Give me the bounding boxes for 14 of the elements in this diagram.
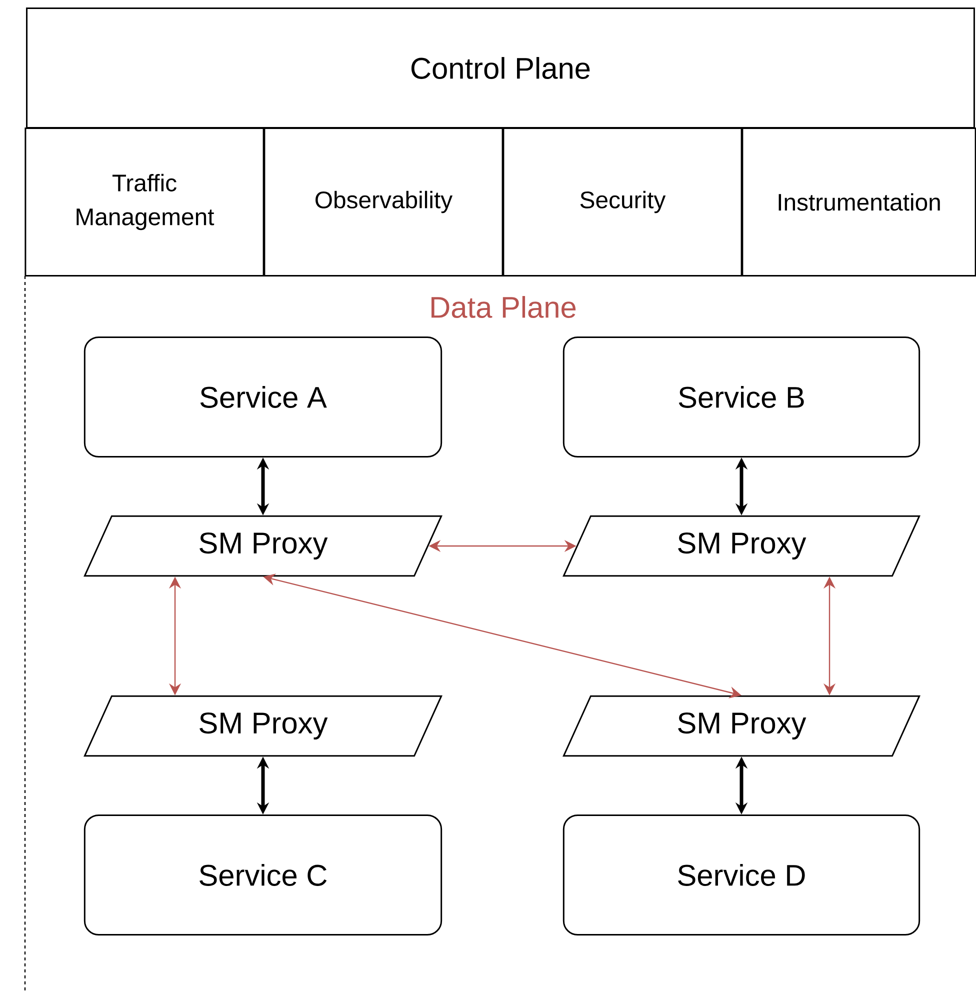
- capability-cell: Security: [502, 128, 742, 276]
- service-box: Service B: [562, 336, 920, 458]
- capability-cell: Observability: [264, 128, 504, 276]
- proxy-parallelogram: SM Proxy: [84, 695, 442, 757]
- proxy-parallelogram: SM Proxy: [84, 515, 442, 577]
- capability-cell: Traffic Management: [24, 128, 264, 276]
- proxy-parallelogram: SM Proxy: [562, 695, 920, 757]
- service-box: Service C: [84, 814, 442, 936]
- control-plane-header: Control Plane: [26, 7, 975, 129]
- plane-label: Data Plane: [432, 296, 576, 318]
- proxy-parallelogram: SM Proxy: [562, 515, 920, 577]
- service-box: Service D: [562, 814, 920, 936]
- service-box: Service A: [84, 336, 442, 458]
- capability-cell: Instrumentation: [742, 128, 976, 276]
